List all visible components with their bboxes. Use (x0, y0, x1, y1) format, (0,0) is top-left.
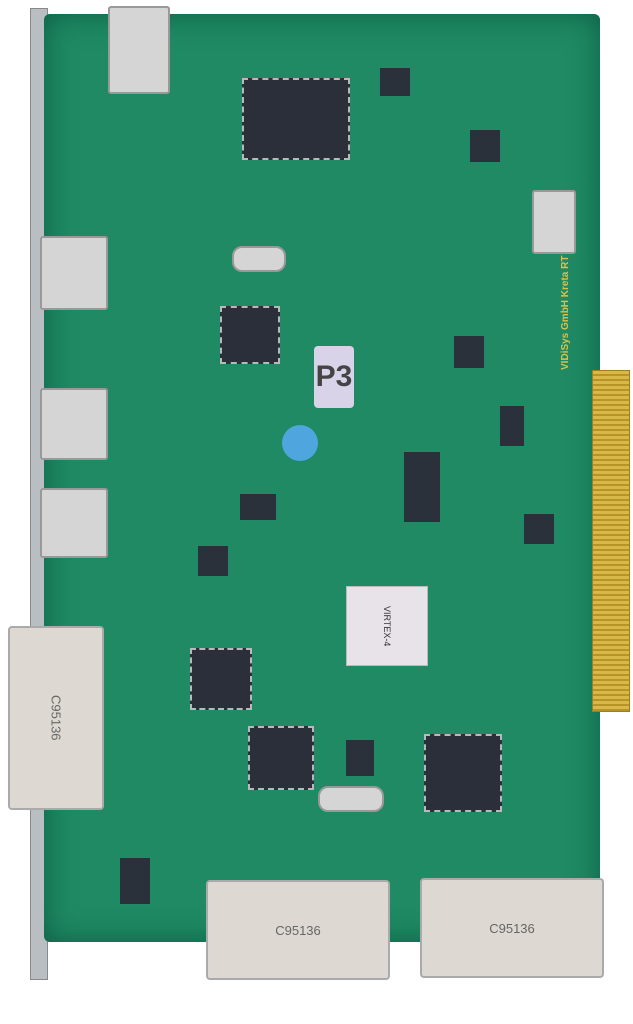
ic (470, 130, 500, 162)
port-3 (40, 488, 108, 558)
chip (424, 734, 502, 812)
ic (240, 494, 276, 520)
main-chip (242, 78, 350, 160)
vendor-silkscreen: VIDiSys GmbH Kreta RT (560, 255, 571, 370)
connector-label: C95136 (275, 922, 321, 938)
ic (346, 740, 374, 776)
ic (120, 858, 150, 904)
usb-port (108, 6, 170, 94)
port-2 (40, 388, 108, 460)
fpga-label: VIRTEX-4 (382, 605, 392, 647)
chip (248, 726, 314, 790)
dvi-connector-bottom-2: C95136 (420, 878, 604, 978)
crystal (232, 246, 286, 272)
ic (524, 514, 554, 544)
fpga-chip: VIRTEX-4 (346, 586, 428, 666)
dvi-connector-left: C95136 (8, 626, 104, 810)
memory-chip (404, 452, 440, 522)
chip (220, 306, 280, 364)
fiducial-marker (282, 425, 318, 461)
connector-label: C95136 (48, 695, 64, 741)
crystal (318, 786, 384, 812)
header-connector (532, 190, 576, 254)
chip (190, 648, 252, 710)
connector-label: C95136 (489, 920, 535, 936)
pci-edge-connector (592, 370, 630, 712)
dvi-connector-bottom-1: C95136 (206, 880, 390, 980)
ic (454, 336, 484, 368)
ic (380, 68, 410, 96)
port-1 (40, 236, 108, 310)
ic (500, 406, 524, 446)
ic (198, 546, 228, 576)
silkscreen-label: P3 (314, 346, 354, 408)
